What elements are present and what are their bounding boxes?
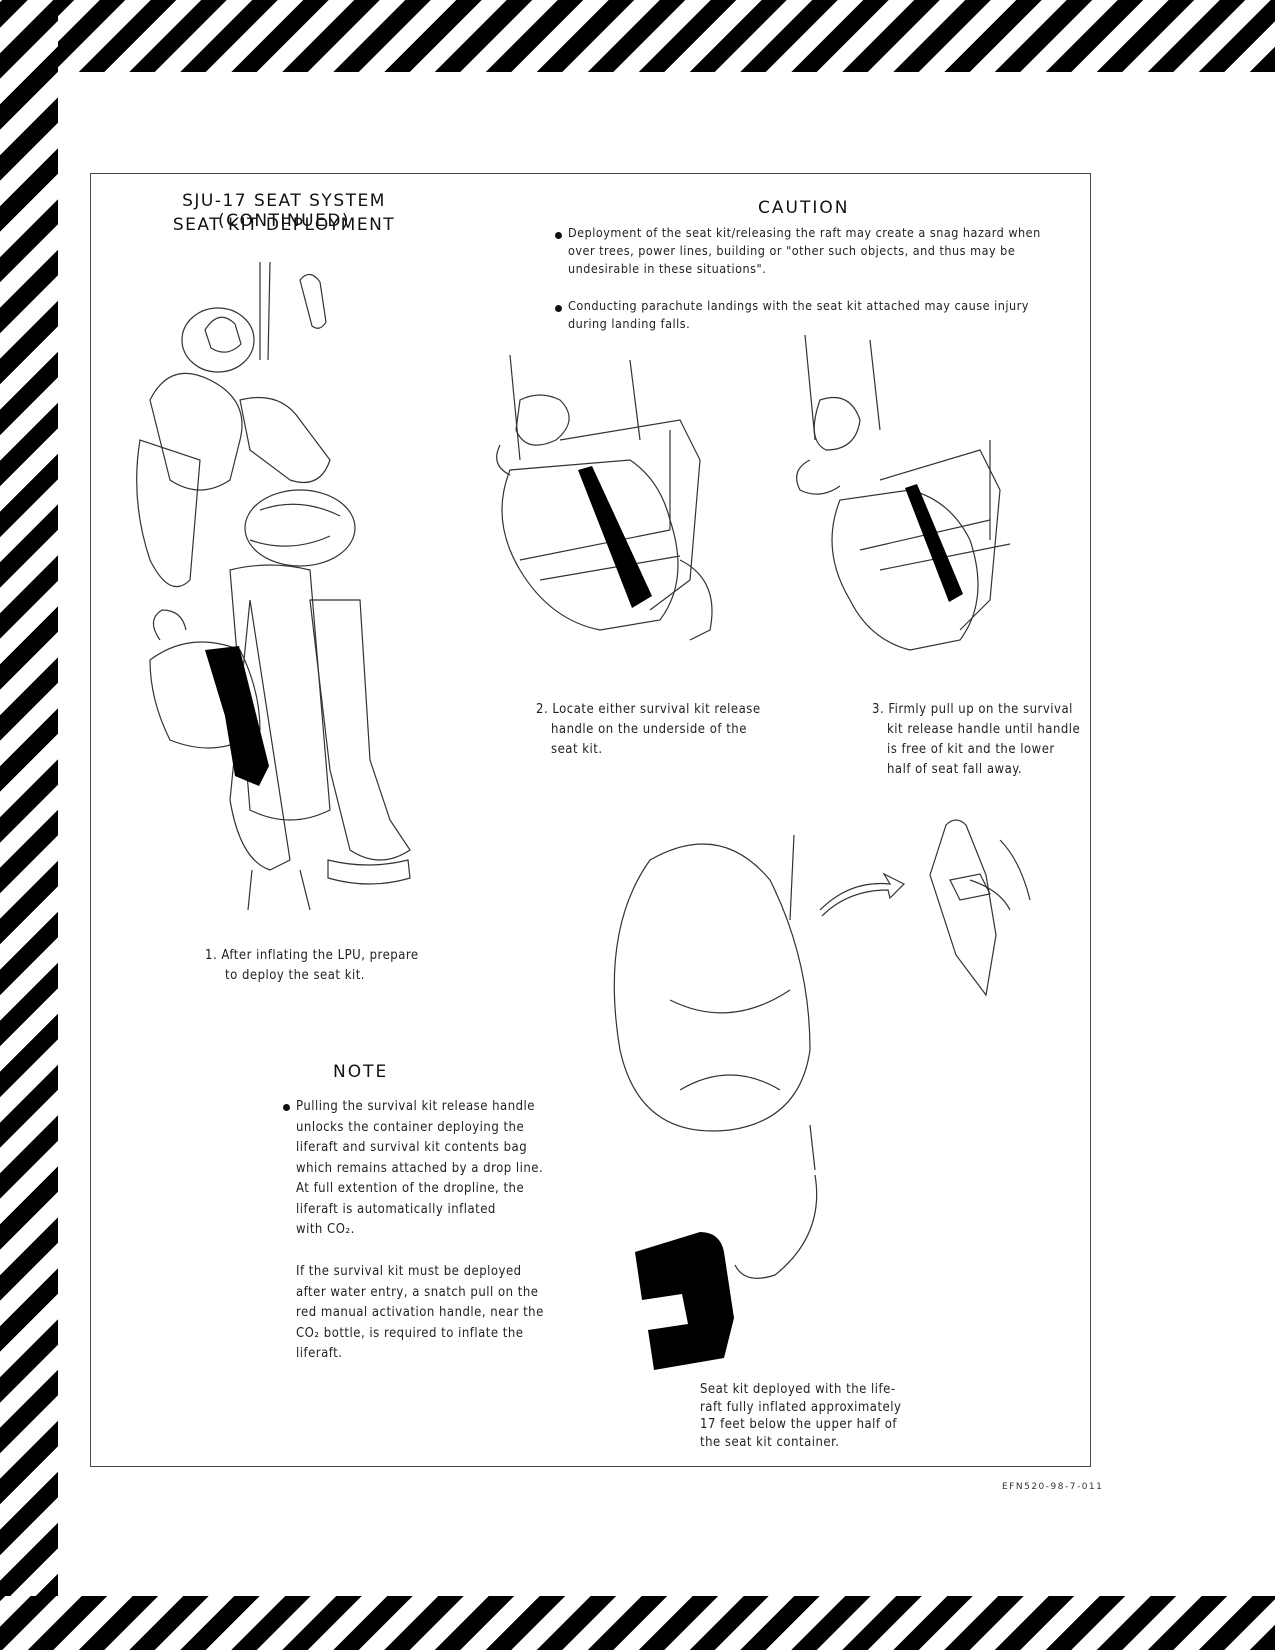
caution-bullet-1: [555, 232, 562, 239]
note-paragraph-2: If the survival kit must be deployed aft…: [296, 1262, 544, 1365]
note-p2-line-4: CO₂ bottle, is required to inflate the: [296, 1325, 524, 1341]
caution-item-2: Conducting parachute landings with the s…: [568, 297, 1029, 333]
caution-item-2-line-1: Conducting parachute landings with the s…: [568, 298, 1029, 313]
step-2-caption: 2. Locate either survival kit release ha…: [536, 700, 761, 760]
note-bullet: [283, 1104, 290, 1111]
caution-bullet-2: [555, 305, 562, 312]
note-p1-line-2: unlocks the container deploying the: [296, 1119, 525, 1135]
note-p1-line-4: which remains attached by a drop line.: [296, 1160, 544, 1176]
note-p1-line-5: At full extention of the dropline, the: [296, 1181, 525, 1196]
caption-line-3: 17 feet below the upper half of: [700, 1417, 898, 1432]
caution-item-2-line-2: during landing falls.: [568, 316, 691, 331]
hazard-stripes-top: [0, 0, 1275, 72]
step-3-line-2: kit release handle until handle: [887, 722, 1081, 737]
figure-frame: [90, 173, 1091, 1467]
caution-item-1-line-1: Deployment of the seat kit/releasing the…: [568, 225, 1041, 240]
step-3-caption: 3. Firmly pull up on the survival kit re…: [872, 700, 1080, 780]
step-1-line-1: 1. After inflating the LPU, prepare: [205, 948, 419, 963]
note-p2-line-3: red manual activation handle, near the: [296, 1305, 544, 1320]
step-1-line-2: to deploy the seat kit.: [225, 968, 366, 983]
figure-3-handle-black: [905, 484, 963, 602]
step-3-line-1: 3. Firmly pull up on the survival: [872, 702, 1073, 717]
page-subtitle: SEAT KIT DEPLOYMENT: [172, 215, 396, 235]
note-p1-line-6: liferaft is automatically inflated: [296, 1201, 496, 1217]
step-3-line-4: half of seat fall away.: [887, 762, 1023, 777]
note-p1-line-3: liferaft and survival kit contents bag: [296, 1140, 528, 1155]
figure-2-release-handle: [496, 354, 713, 641]
figure-1-aircrew-hanging: [136, 261, 411, 911]
note-p1-line-7: with CO₂.: [296, 1222, 355, 1237]
figure-4-seat-kit-black: [635, 1232, 734, 1370]
figure-1-seat-kit-black: [205, 646, 269, 786]
step-1-caption: 1. After inflating the LPU, prepare to d…: [205, 946, 419, 986]
figure-3-pull-handle: [796, 334, 1011, 651]
caption-line-1: Seat kit deployed with the life-: [700, 1382, 896, 1397]
note-paragraph-1: Pulling the survival kit release handle …: [296, 1097, 543, 1241]
note-p2-line-5: liferaft.: [296, 1346, 343, 1361]
hazard-stripes-bottom: [0, 1596, 1275, 1650]
hazard-stripes-left: [0, 0, 58, 1650]
caution-heading: CAUTION: [758, 198, 850, 218]
step-2-line-1: 2. Locate either survival kit release: [536, 702, 761, 717]
caption-line-4: the seat kit container.: [700, 1434, 840, 1450]
note-heading: NOTE: [333, 1062, 389, 1082]
step-3-line-3: is free of kit and the lower: [887, 742, 1055, 757]
caution-item-1: Deployment of the seat kit/releasing the…: [568, 224, 1041, 278]
note-p2-line-1: If the survival kit must be deployed: [296, 1264, 522, 1279]
caution-item-1-line-3: undesirable in these situations".: [568, 261, 767, 276]
figure-code: EFN520-98-7-011: [1002, 1482, 1104, 1492]
step-2-line-3: seat kit.: [551, 742, 603, 757]
step-2-line-2: handle on the underside of the: [551, 722, 747, 737]
caution-item-1-line-2: over trees, power lines, building or "ot…: [568, 243, 1016, 258]
seat-kit-caption: Seat kit deployed with the life- raft fu…: [700, 1381, 901, 1451]
figure-4-liferaft-deployed: [613, 819, 1031, 1279]
page-title: SJU-17 SEAT SYSTEM (CONTINUED): [182, 191, 386, 231]
figure-2-handle-black: [578, 466, 652, 608]
note-p2-line-2: after water entry, a snatch pull on the: [296, 1284, 539, 1300]
caption-line-2: raft fully inflated approximately: [700, 1399, 902, 1415]
note-p1-line-1: Pulling the survival kit release handle: [296, 1099, 536, 1114]
